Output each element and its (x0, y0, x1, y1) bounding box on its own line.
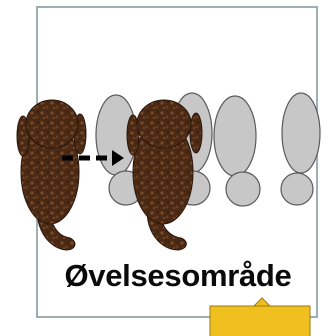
position-marker-icon (210, 298, 310, 336)
footprint-icon (214, 96, 260, 206)
dog-topview-icon (17, 100, 86, 250)
area-label: Øvelsesområde (39, 256, 317, 296)
dog-topview-icon (127, 100, 202, 250)
footprint-icon (281, 93, 320, 205)
